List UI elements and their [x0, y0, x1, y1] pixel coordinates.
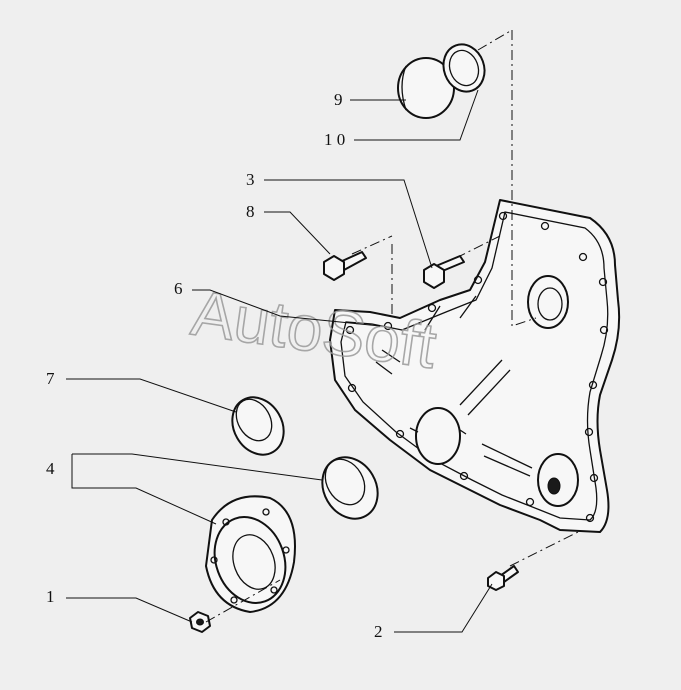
callouts: 9 1 0 3 8 6 7 4 1 2	[46, 90, 383, 641]
bolt-8	[323, 251, 367, 281]
centerlines	[205, 29, 579, 623]
o-ring	[442, 43, 486, 93]
nut-1	[189, 611, 211, 633]
flange-4b	[205, 495, 296, 613]
plug-cap	[397, 57, 455, 119]
callout-9: 9	[334, 90, 343, 109]
callout-8: 8	[246, 202, 255, 221]
seal-7	[231, 396, 285, 456]
cover-bolt-holes	[345, 211, 609, 523]
callout-1: 1	[46, 587, 55, 606]
leader-lines	[66, 89, 493, 633]
callout-2: 2	[374, 622, 383, 641]
callout-3: 3	[246, 170, 255, 189]
bolt-3	[423, 255, 465, 289]
ring-4a	[321, 456, 379, 520]
watermark: AutoSoft	[187, 277, 440, 382]
callout-10: 1 0	[324, 130, 345, 149]
bolt-2	[487, 565, 519, 591]
timing-cover	[329, 199, 621, 533]
callout-6: 6	[174, 279, 183, 298]
callout-4: 4	[46, 459, 55, 478]
callout-7: 7	[46, 369, 55, 388]
